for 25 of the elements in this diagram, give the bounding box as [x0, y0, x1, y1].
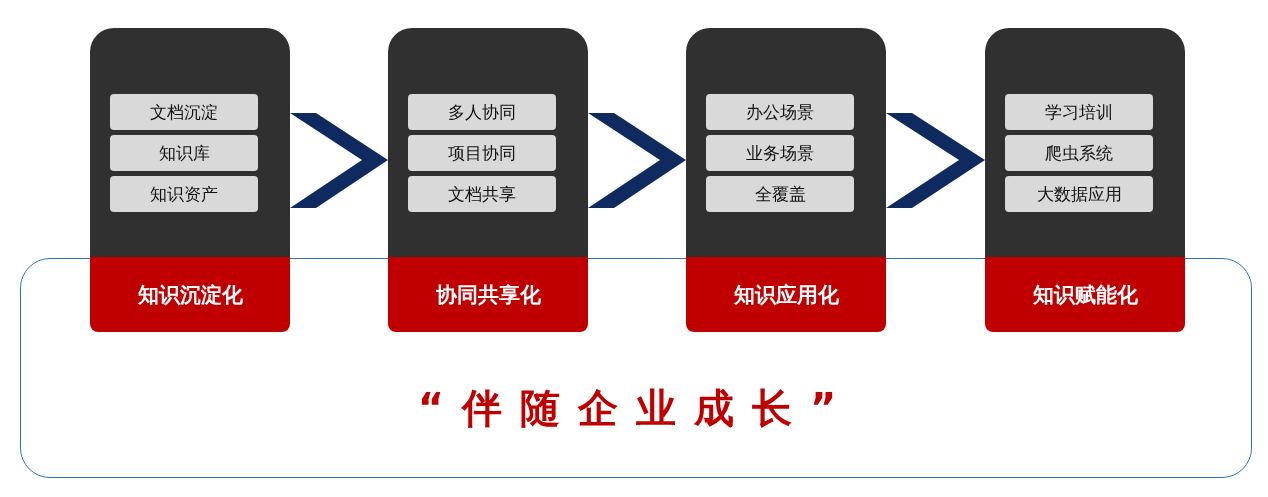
stage-card	[90, 28, 290, 332]
item-label: 爬虫系统	[1005, 135, 1153, 171]
item-label: 知识库	[110, 135, 258, 171]
item-label: 办公场景	[706, 94, 854, 130]
stage-title-band: 知识应用化	[686, 257, 886, 332]
stage-title-band: 知识赋能化	[985, 257, 1185, 332]
item-label: 文档共享	[408, 176, 556, 212]
item-label: 知识资产	[110, 176, 258, 212]
stage-card	[686, 28, 886, 332]
stage-card	[985, 28, 1185, 332]
chevron-arrow	[290, 113, 388, 208]
frame-box	[20, 258, 1252, 478]
stage-title-band: 协同共享化	[388, 257, 588, 332]
stage-card	[388, 28, 588, 332]
item-label: 学习培训	[1005, 94, 1153, 130]
stage-title-band: 知识沉淀化	[90, 257, 290, 332]
item-label: 大数据应用	[1005, 176, 1153, 212]
item-label: 多人协同	[408, 94, 556, 130]
item-label: 项目协同	[408, 135, 556, 171]
item-label: 全覆盖	[706, 176, 854, 212]
item-label: 业务场景	[706, 135, 854, 171]
item-label: 文档沉淀	[110, 94, 258, 130]
chevron-arrow	[588, 113, 686, 208]
slogan-text: “伴随企业成长”	[416, 384, 856, 433]
chevron-arrow	[886, 113, 985, 208]
